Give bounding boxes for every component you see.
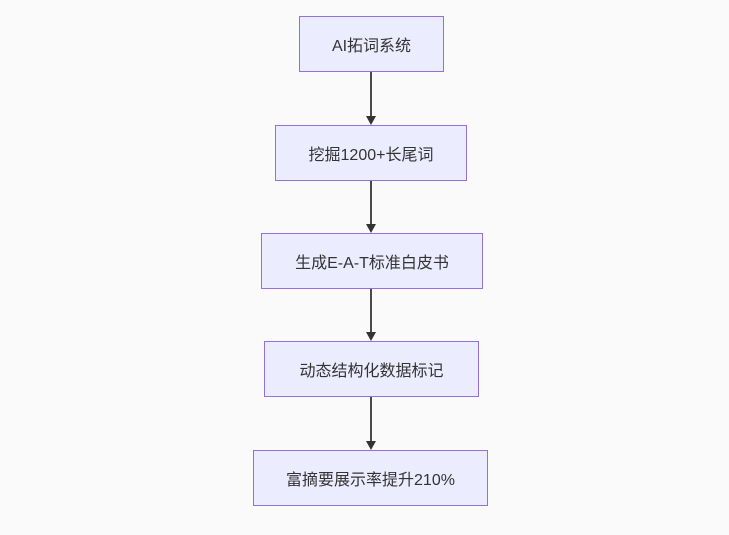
arrow-line: [370, 72, 372, 120]
flow-arrow-4-5: [365, 397, 377, 450]
arrowhead-down-icon: [366, 441, 376, 450]
arrow-line: [370, 397, 372, 445]
flowchart-node-2: 挖掘1200+长尾词: [275, 125, 467, 181]
flow-arrow-3-4: [365, 289, 377, 341]
flowchart-node-5: 富摘要展示率提升210%: [253, 450, 488, 506]
flowchart-node-3: 生成E-A-T标准白皮书: [261, 233, 483, 289]
arrowhead-down-icon: [366, 116, 376, 125]
flowchart-node-4: 动态结构化数据标记: [264, 341, 479, 397]
flow-arrow-2-3: [365, 181, 377, 233]
arrowhead-down-icon: [366, 332, 376, 341]
arrowhead-down-icon: [366, 224, 376, 233]
arrow-line: [370, 289, 372, 336]
arrow-line: [370, 181, 372, 228]
flow-arrow-1-2: [365, 72, 377, 125]
flowchart-node-1: AI拓词系统: [299, 16, 444, 72]
